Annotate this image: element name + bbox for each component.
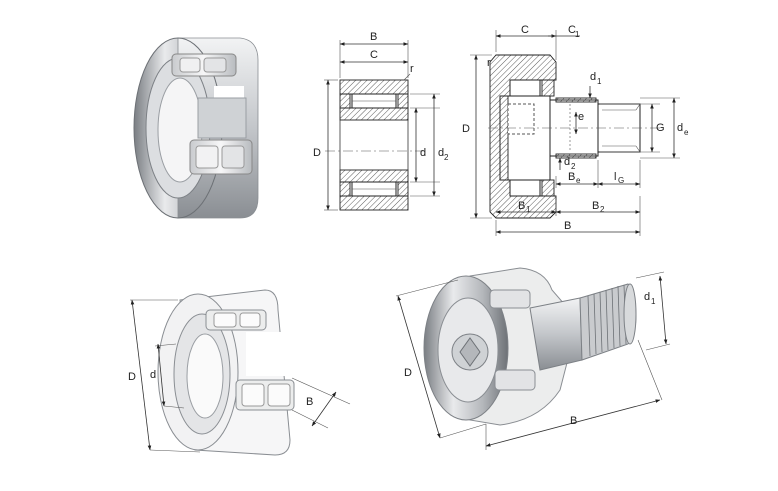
perspective2-label-d1-sub: 1 [651, 297, 656, 306]
dim-label-d2-2-sub: 2 [571, 162, 576, 171]
dim-label-C1: C [568, 24, 576, 36]
dim-label-B1-sub: 1 [526, 205, 531, 214]
dim-label-d-1: d [420, 147, 426, 159]
dim-label-B2: B [592, 200, 599, 212]
dim-label-d2-2: d [564, 156, 570, 168]
dim-label-D-1: D [313, 147, 321, 159]
dim-label-B-1: B [370, 31, 377, 43]
dim-label-lG-sub: G [618, 176, 624, 185]
dim-label-G: G [656, 122, 665, 134]
dim-label-C1-sub: 1 [575, 30, 580, 39]
dim-label-C-2: C [521, 24, 529, 36]
bearing-perspective-left [130, 289, 351, 456]
stud-perspective-right [395, 267, 671, 450]
dim-label-r-1: r [410, 63, 414, 75]
dim-label-D-2: D [462, 123, 470, 135]
dim-label-Be-sub: e [576, 176, 581, 185]
perspective1-label-B: B [306, 396, 313, 408]
section-drawing-1 [324, 40, 440, 211]
perspective2-label-D: D [404, 367, 412, 379]
dim-label-r-2: r [487, 57, 491, 69]
perspective1-label-d: d [150, 369, 156, 381]
perspective2-label-d1: d [644, 291, 650, 303]
dim-label-de: d [677, 122, 683, 134]
dim-label-B1: B [518, 200, 525, 212]
bearing-photo-top [133, 37, 259, 219]
dim-label-lG: l [614, 171, 616, 183]
perspective1-label-D: D [128, 371, 136, 383]
dim-label-d2-1-sub: 2 [444, 153, 449, 162]
dim-label-d1-2: d [590, 71, 596, 83]
perspective2-label-B: B [570, 415, 577, 427]
dim-label-B2-sub: 2 [600, 205, 605, 214]
dim-label-d1-2-sub: 1 [597, 77, 602, 86]
dim-label-de-sub: e [684, 128, 689, 137]
section-drawing-2 [470, 30, 680, 236]
dim-label-Be: B [568, 171, 575, 183]
dim-label-B-2: B [564, 220, 571, 232]
dim-label-e: e [578, 111, 584, 123]
dim-label-d2-1: d [438, 147, 444, 159]
dim-label-C-1: C [370, 49, 378, 61]
